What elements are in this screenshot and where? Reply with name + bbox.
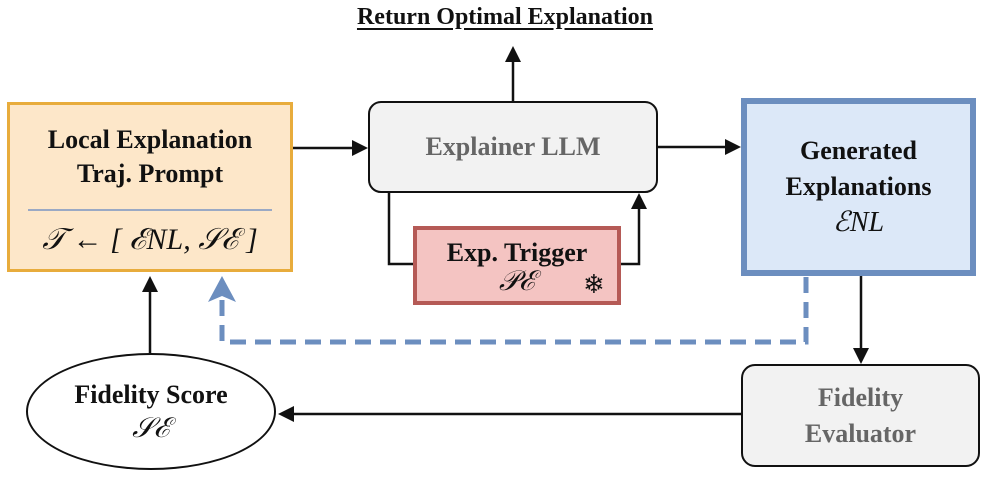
arrowhead-trigger-to-explainer [631, 193, 647, 209]
arrowhead-dashed-feedback [208, 276, 236, 302]
arrowhead-evaluator-to-score [278, 406, 294, 422]
generated-explanations-box: Generated Explanations ℰNL [741, 98, 976, 276]
fidelity-evaluator-line1: Fidelity [817, 382, 904, 412]
explainer-llm-label: Explainer LLM [425, 132, 601, 161]
local-explanation-prompt-box: Local Explanation Traj. Prompt 𝒯 ← [ ℰNL… [7, 102, 293, 272]
return-optimal-explanation-label: Return Optimal Explanation [356, 4, 654, 30]
prompt-divider [28, 209, 272, 211]
arrowhead-prompt-to-explainer [352, 140, 368, 156]
arrowhead-score-to-prompt [142, 276, 158, 292]
fidelity-evaluator-line2: Evaluator [804, 418, 917, 448]
loop-explainer-to-trigger [387, 193, 413, 266]
arrowhead-generated-to-evaluator [853, 348, 869, 364]
arrowhead-explainer-to-output [505, 46, 521, 62]
fidelity-score-node: Fidelity Score 𝒮ℰ [26, 353, 276, 470]
trajectory-formula: 𝒯 ← [ ℰNL, 𝒮ℰ ] [42, 223, 258, 256]
loop-trigger-to-explainer [621, 205, 641, 266]
generated-explanations-symbol: ℰNL [832, 207, 885, 238]
exp-trigger-box: Exp. Trigger 𝒫ℰ ❄ [413, 226, 621, 305]
generated-explanations-line2: Explanations [785, 172, 932, 201]
generated-explanations-line1: Generated [800, 136, 917, 165]
explainer-llm-box: Explainer LLM [368, 101, 658, 193]
fidelity-score-symbol: 𝒮ℰ [132, 412, 170, 444]
fidelity-score-label: Fidelity Score [74, 379, 228, 409]
arrowhead-explainer-to-generated [725, 139, 741, 155]
exp-trigger-label: Exp. Trigger [446, 238, 588, 267]
snowflake-icon: ❄ [583, 270, 605, 299]
local-explanation-title-line1: Local Explanation [47, 125, 253, 154]
fidelity-evaluator-box: Fidelity Evaluator [741, 364, 980, 467]
local-explanation-title-line2: Traj. Prompt [76, 159, 224, 188]
local-explanation-title: Local Explanation Traj. Prompt [10, 123, 290, 191]
